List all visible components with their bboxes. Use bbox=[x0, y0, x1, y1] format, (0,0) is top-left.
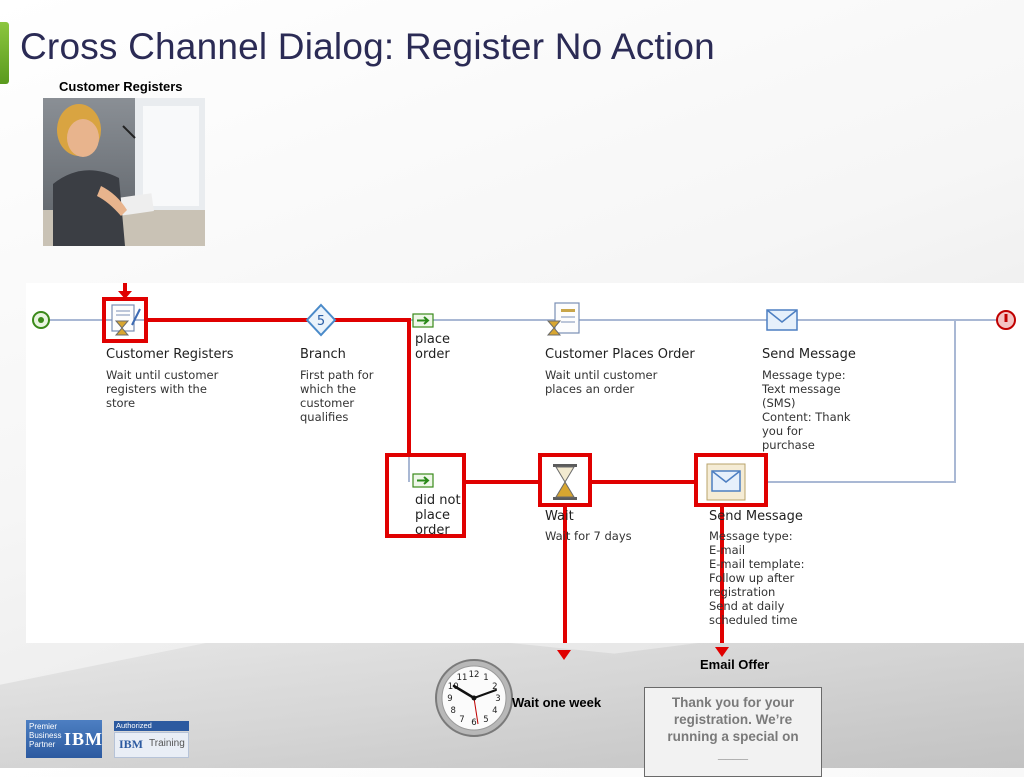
desc-line: customer bbox=[300, 396, 355, 410]
place-order-arrow-icon[interactable] bbox=[412, 313, 434, 328]
desc-line: Wait until customer bbox=[545, 368, 658, 382]
label-line: did not bbox=[415, 493, 461, 508]
label-line: order bbox=[415, 347, 450, 362]
send-message-bottom-desc: Message type: E-mail E-mail template: Fo… bbox=[709, 529, 805, 627]
label-line: place bbox=[415, 332, 450, 347]
desc-line: registers with the bbox=[106, 382, 207, 396]
send-message-bottom-title: Send Message bbox=[709, 509, 803, 524]
svg-text:5: 5 bbox=[317, 314, 325, 329]
clock-number: 11 bbox=[457, 673, 468, 683]
send-message-top-title: Send Message bbox=[762, 347, 856, 362]
desc-line: store bbox=[106, 396, 136, 410]
logo-text: Partner bbox=[29, 740, 56, 749]
desc-line: Message type: bbox=[762, 368, 846, 382]
clock-number: 7 bbox=[459, 715, 464, 725]
desc-line: qualifies bbox=[300, 410, 349, 424]
email-offer-label: Email Offer bbox=[700, 657, 770, 672]
desc-line: Text message bbox=[762, 382, 841, 396]
send-message-top-desc: Message type: Text message (SMS) Content… bbox=[762, 368, 851, 452]
branch-desc: First path for which the customer qualif… bbox=[300, 368, 373, 424]
customer-registers-title: Customer Registers bbox=[106, 347, 234, 362]
order-wait-icon[interactable] bbox=[546, 302, 580, 336]
wait-desc: Wait for 7 days bbox=[545, 529, 632, 543]
wait-title: Wait bbox=[545, 509, 574, 524]
email-offer-message: Thank you for your registration. We’re r… bbox=[644, 687, 822, 777]
photo-caption: Customer Registers bbox=[59, 79, 183, 94]
clock-number: 12 bbox=[469, 670, 480, 680]
customer-photo bbox=[43, 98, 205, 246]
registration-wait-icon[interactable] bbox=[111, 304, 141, 336]
ibm-training-logo: Authorized IBM Training bbox=[114, 721, 189, 758]
customer-places-order-desc: Wait until customer places an order bbox=[545, 368, 657, 396]
clock-number: 3 bbox=[495, 694, 500, 704]
logo-text: Premier bbox=[29, 722, 58, 731]
clock-number: 5 bbox=[483, 715, 488, 725]
label-line: place bbox=[415, 508, 450, 523]
desc-line: E-mail template: bbox=[709, 557, 805, 571]
branch-title: Branch bbox=[300, 347, 346, 362]
flow-panel: 5 C bbox=[26, 283, 1024, 643]
start-node-icon[interactable] bbox=[32, 311, 50, 329]
desc-line: Wait until customer bbox=[106, 368, 219, 382]
desc-line: Wait for 7 days bbox=[545, 529, 632, 543]
desc-line: Content: Thank bbox=[762, 410, 851, 424]
logo-text: Business bbox=[29, 731, 62, 740]
desc-line: Send at daily bbox=[709, 599, 785, 613]
email-envelope-icon[interactable] bbox=[706, 463, 746, 501]
logo-ibm-text: IBM bbox=[119, 737, 143, 751]
desc-line: scheduled time bbox=[709, 613, 798, 627]
page-title: Cross Channel Dialog: Register No Action bbox=[20, 26, 715, 67]
ibm-partner-logo: Premier Business Partner IBM bbox=[26, 720, 102, 758]
customer-registers-desc: Wait until customer registers with the s… bbox=[106, 368, 218, 410]
clock-number: 2 bbox=[492, 682, 497, 692]
end-node-icon[interactable] bbox=[996, 310, 1016, 330]
desc-line: First path for bbox=[300, 368, 374, 382]
desc-line: Message type: bbox=[709, 529, 793, 543]
red-highlight-path bbox=[102, 283, 768, 643]
logo-training-text: Training bbox=[149, 738, 185, 749]
clock-number: 8 bbox=[450, 706, 455, 716]
clock-number: 10 bbox=[448, 682, 459, 692]
customer-places-order-title: Customer Places Order bbox=[545, 347, 695, 362]
sms-envelope-icon[interactable] bbox=[766, 309, 798, 331]
place-order-label: place order bbox=[415, 332, 450, 362]
title-accent-bar bbox=[0, 22, 9, 84]
desc-line: which the bbox=[300, 382, 357, 396]
desc-line: Follow up after bbox=[709, 571, 795, 585]
clock-number: 9 bbox=[447, 694, 452, 704]
desc-line: (SMS) bbox=[762, 396, 796, 410]
desc-line: you for bbox=[762, 424, 803, 438]
hourglass-icon[interactable] bbox=[553, 464, 577, 500]
label-line: order bbox=[415, 523, 450, 535]
clock-number: 1 bbox=[483, 673, 488, 683]
clock-number: 4 bbox=[492, 706, 497, 716]
desc-line: registration bbox=[709, 585, 776, 599]
desc-line: purchase bbox=[762, 438, 815, 452]
wait-one-week-label: Wait one week bbox=[512, 695, 602, 710]
clock-number: 6 bbox=[471, 718, 476, 728]
logo-ibm-text: IBM bbox=[64, 729, 103, 749]
did-not-place-order-label: did not place order bbox=[415, 493, 461, 535]
logo-authorized-text: Authorized bbox=[114, 721, 189, 731]
desc-line: E-mail bbox=[709, 543, 746, 557]
desc-line: places an order bbox=[545, 382, 635, 396]
did-not-place-order-arrow-icon[interactable] bbox=[412, 473, 434, 488]
branch-diamond-icon[interactable]: 5 bbox=[305, 303, 337, 337]
